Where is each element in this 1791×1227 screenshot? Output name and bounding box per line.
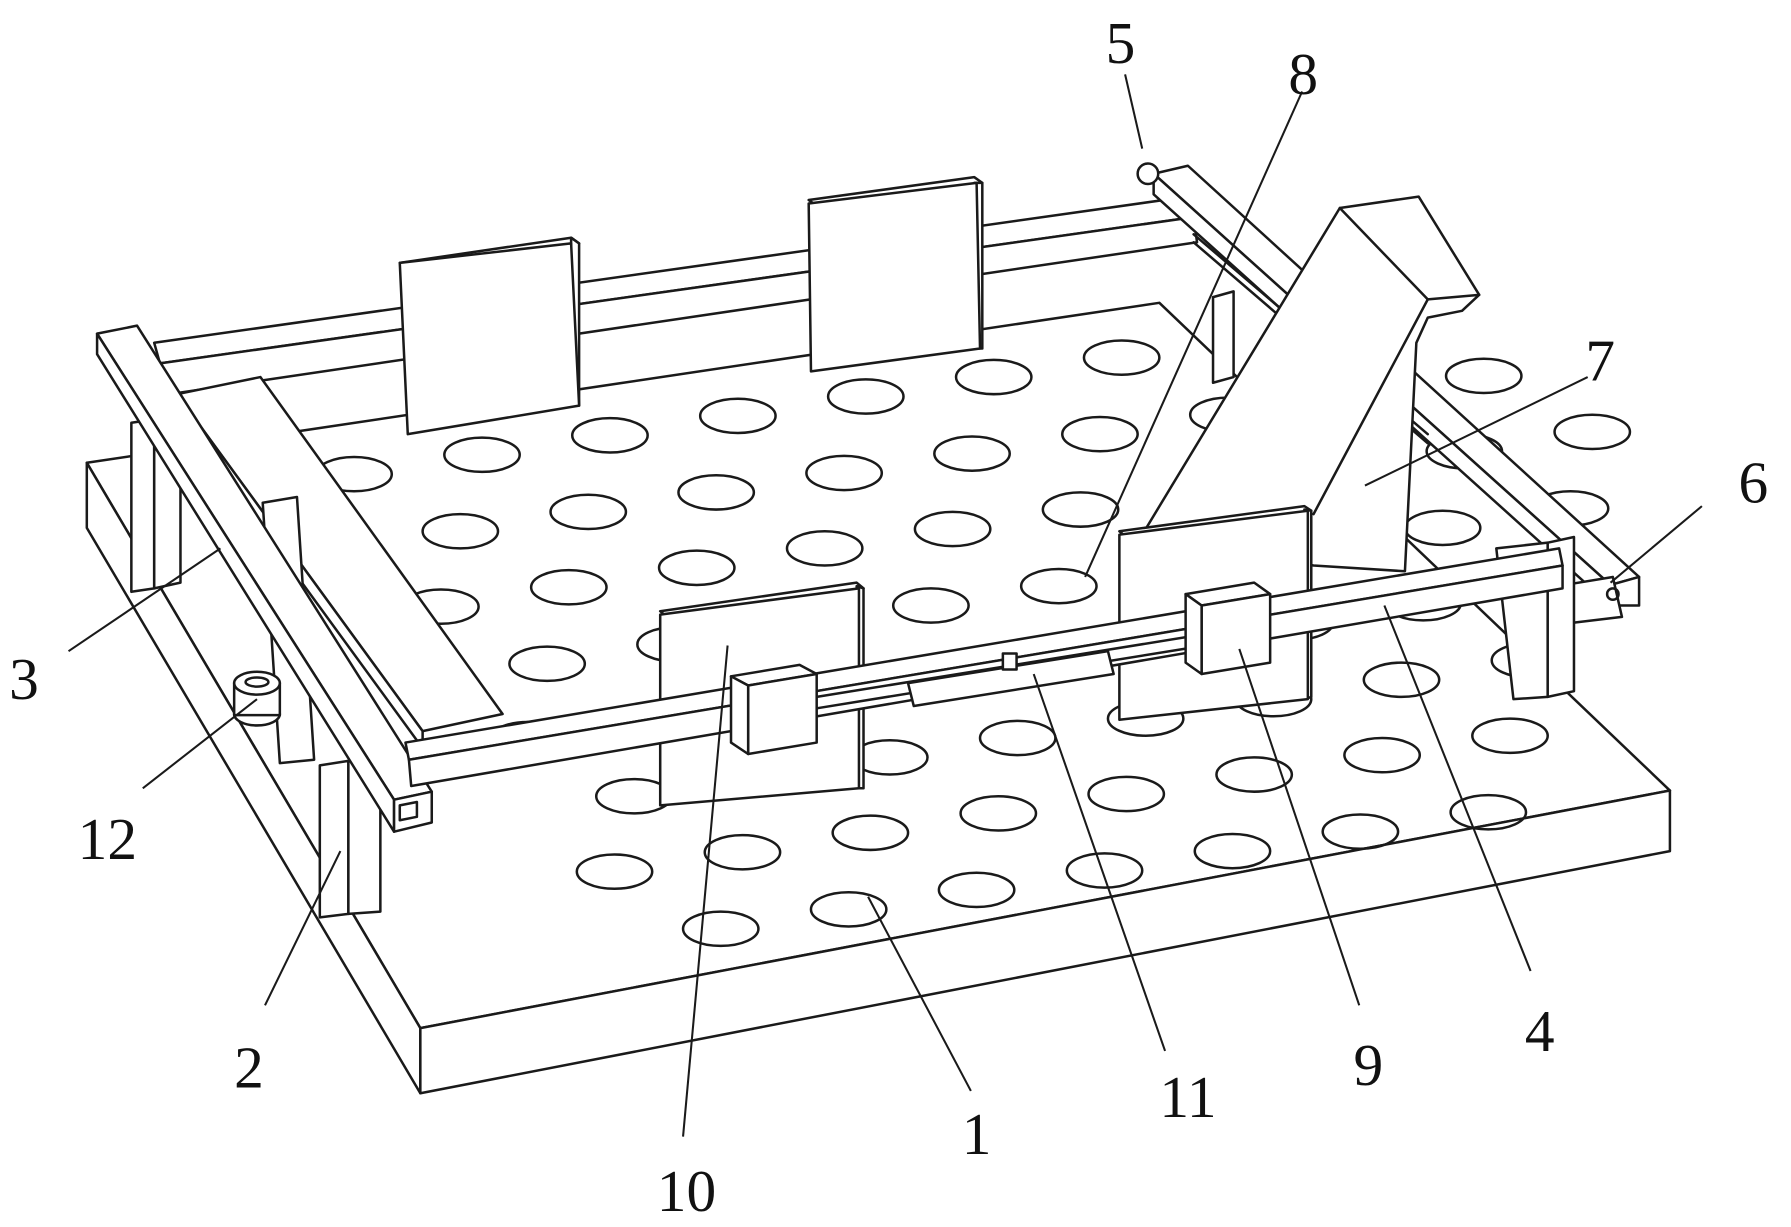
motor-12: [232, 670, 282, 727]
plate-hole: [1215, 756, 1294, 793]
rod-end-5: [1136, 162, 1160, 186]
label-8: 8: [1288, 41, 1318, 107]
label-1: 1: [962, 1101, 992, 1167]
plate-hole: [1362, 661, 1441, 699]
plate-hole: [785, 530, 864, 567]
plate-hole: [1471, 717, 1549, 755]
plate-hole: [1041, 491, 1120, 528]
leader-lines: [67, 74, 1703, 1137]
label-10: 10: [657, 1158, 716, 1224]
plate-hole: [937, 871, 1016, 909]
plate-hole: [913, 510, 992, 548]
label-4: 4: [1525, 998, 1555, 1064]
plate-hole: [1321, 813, 1400, 851]
plate-hole: [443, 436, 521, 474]
label-5: 5: [1106, 10, 1136, 76]
plate-hole: [681, 910, 760, 948]
slider-block-9: [1184, 581, 1272, 676]
label-7: 7: [1585, 327, 1615, 393]
plate-hole: [1087, 775, 1166, 813]
plate-hole: [549, 493, 628, 531]
plate-hole: [657, 549, 736, 587]
plate-hole: [954, 358, 1033, 396]
left-rail: [95, 324, 434, 833]
label-3: 3: [9, 646, 39, 712]
plate-hole: [1343, 736, 1422, 774]
plate-hole: [1082, 339, 1161, 377]
back-clamp-plate-right: [807, 175, 984, 373]
plate-hole: [1403, 509, 1482, 547]
plate-hole: [1449, 793, 1528, 831]
plate-hole: [831, 814, 910, 852]
plate-hole: [1061, 415, 1139, 453]
plate-hole: [1019, 567, 1098, 605]
plate-hole: [1444, 357, 1523, 395]
label-6: 6: [1738, 450, 1768, 516]
plate-hole: [891, 587, 970, 624]
plate-hole: [805, 454, 884, 492]
plate-hole: [570, 416, 649, 454]
plate-hole: [677, 474, 756, 511]
lead-screw-11: [906, 649, 1115, 708]
plate-hole: [826, 378, 905, 415]
plate-hole: [1065, 852, 1144, 889]
label-2: 2: [234, 1035, 264, 1101]
plate-hole: [959, 794, 1038, 832]
label-9: 9: [1354, 1032, 1384, 1098]
slider-block-left: [729, 663, 818, 756]
plate-hole: [421, 512, 500, 550]
plate-hole: [933, 435, 1011, 472]
label-12: 12: [78, 806, 137, 872]
plate-hole: [1553, 413, 1632, 451]
plate-hole: [508, 645, 587, 683]
plate-hole: [1193, 832, 1272, 870]
inclined-bracket-7: [1140, 195, 1481, 573]
plate-hole: [575, 853, 654, 891]
plate-hole: [809, 890, 888, 928]
back-clamp-plate-left: [398, 236, 581, 436]
plate-hole: [529, 568, 608, 606]
label-11: 11: [1159, 1064, 1216, 1130]
plate-hole: [703, 833, 782, 871]
plate-hole: [698, 397, 777, 435]
